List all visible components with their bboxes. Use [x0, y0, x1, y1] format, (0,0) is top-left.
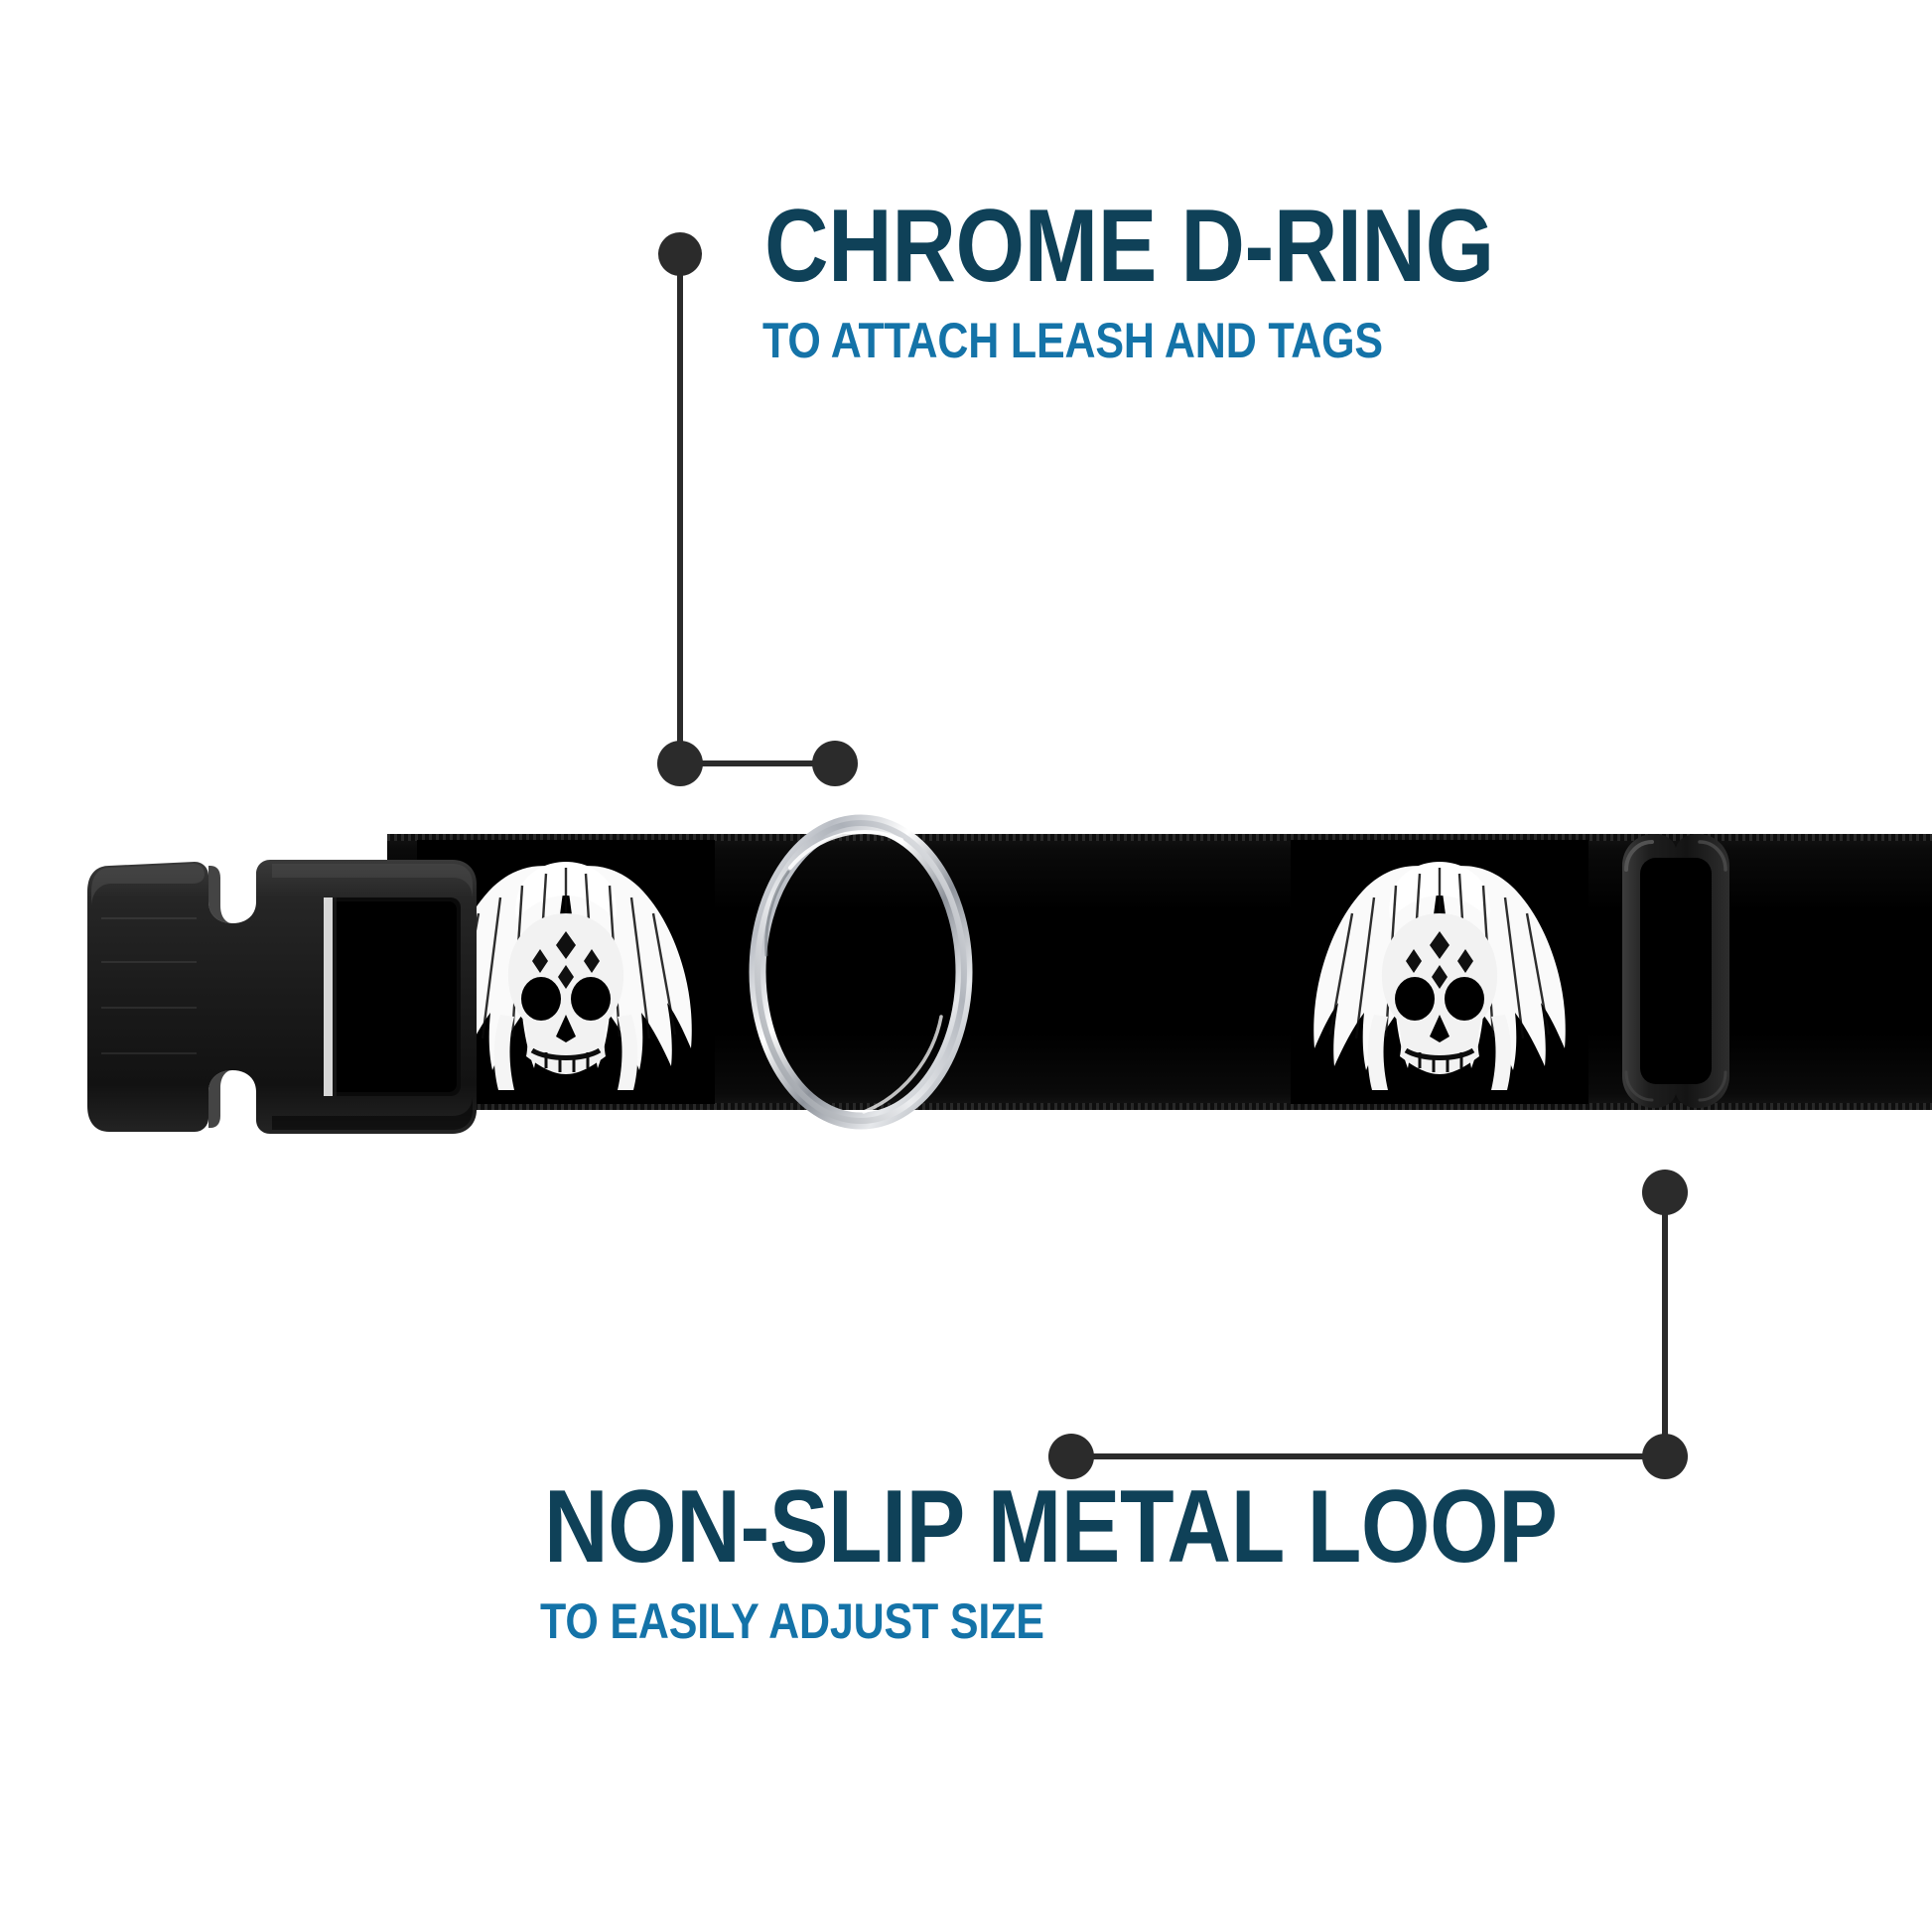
- skull-headdress-artwork-right: [1291, 840, 1588, 1104]
- leader-line-horizontal-top: [679, 760, 834, 766]
- callout-title-non-slip-metal-loop: NON-SLIP METAL LOOP: [544, 1469, 1558, 1585]
- leader-line-vertical-bottom: [1662, 1191, 1668, 1457]
- callout-title-chrome-d-ring: CHROME D-RING: [764, 189, 1494, 304]
- dog-collar-assembly: [0, 784, 1932, 1201]
- chrome-d-ring: [737, 806, 985, 1138]
- leader-dot-end-bottom: [1048, 1434, 1094, 1479]
- non-slip-metal-loop: [1596, 822, 1755, 1120]
- callout-subtitle-non-slip-metal-loop: TO EASILY ADJUST SIZE: [540, 1593, 1044, 1649]
- leader-line-vertical-top: [677, 270, 683, 760]
- leader-dot-title-top: [658, 232, 702, 276]
- leader-line-horizontal-bottom: [1068, 1453, 1664, 1459]
- leader-dot-target-d-ring: [812, 741, 858, 786]
- callout-subtitle-chrome-d-ring: TO ATTACH LEASH AND TAGS: [762, 313, 1383, 368]
- side-release-buckle: [77, 822, 526, 1172]
